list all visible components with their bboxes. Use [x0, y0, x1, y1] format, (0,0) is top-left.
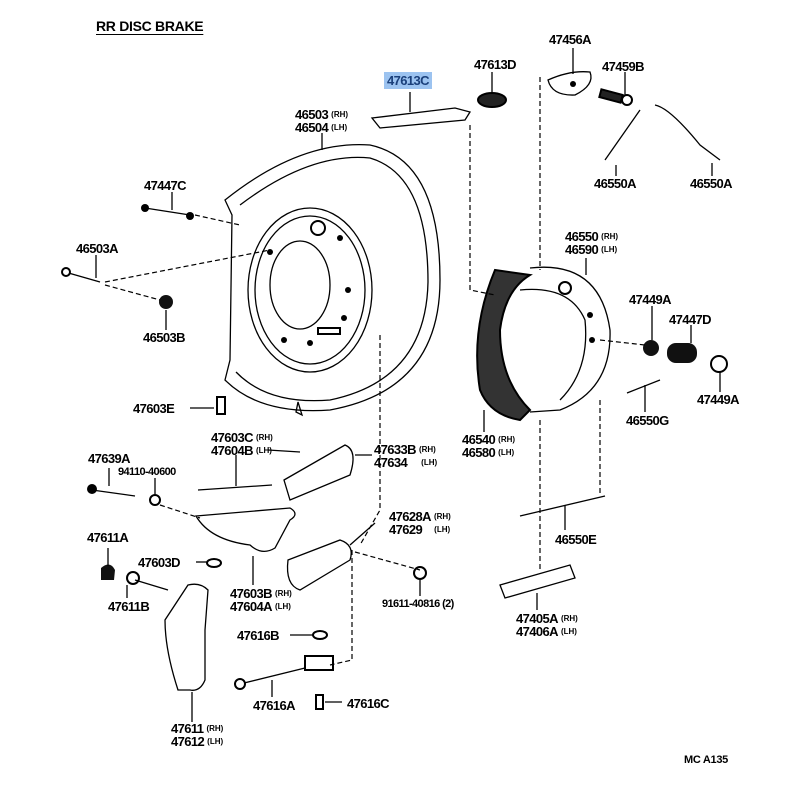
part-number: 47633B [374, 442, 417, 457]
part-label-46503B[interactable]: 46503B [143, 330, 186, 345]
diagram-title: RR DISC BRAKE [96, 18, 204, 34]
part-label-47616B[interactable]: 47616B [237, 628, 280, 643]
part-label-47603D[interactable]: 47603D [138, 555, 181, 570]
part-label-46550A[interactable]: 46550A [594, 176, 637, 191]
dashed-guide-lines [104, 77, 646, 666]
part-number: 46503 [295, 107, 329, 122]
part-number: 46540 [462, 432, 496, 447]
backing-plate-drawing [224, 143, 441, 417]
part-number: 47629 [389, 522, 423, 537]
part-number: 47604A [230, 599, 273, 614]
part-label-47613C[interactable]: 47613C [384, 72, 432, 89]
part-number: 47634 [374, 455, 408, 470]
diagram-code: MC A135 [684, 754, 728, 766]
part-number: 47611 [171, 721, 204, 736]
side-lh: (LH) [331, 123, 348, 132]
part-number: 46504 [295, 120, 329, 135]
side-lh: (LH) [560, 627, 577, 636]
part-label-46503-46504[interactable]: 46503(RH) 46504(LH) [295, 108, 348, 134]
part-label-47405A-47406A[interactable]: 47405A(RH) 47406A(LH) [516, 612, 578, 638]
side-rh: (RH) [255, 433, 273, 442]
part-label-47449A[interactable]: 47449A [629, 292, 672, 307]
part-label-47456A[interactable]: 47456A [549, 32, 592, 47]
brake-shoe-drawing [476, 266, 611, 422]
part-label-47449A[interactable]: 47449A [697, 392, 740, 407]
part-label-47603E[interactable]: 47603E [133, 401, 175, 416]
side-lh: (LH) [255, 446, 272, 455]
part-label-47616A[interactable]: 47616A [253, 698, 296, 713]
part-label-46540-46580[interactable]: 46540(RH) 46580(LH) [462, 433, 515, 459]
part-number: 46550 [565, 229, 599, 244]
part-label-47633B-47634[interactable]: 47633B(RH) 47634 (LH) [374, 443, 437, 469]
part-label-47611-47612[interactable]: 47611(RH) 47612(LH) [171, 722, 223, 748]
part-label-47603B-47604A[interactable]: 47603B(RH) 47604A(LH) [230, 587, 292, 613]
side-rh: (RH) [560, 614, 578, 623]
part-label-47447D[interactable]: 47447D [669, 312, 712, 327]
hardware-drawings [61, 71, 728, 710]
part-label-46503A[interactable]: 46503A [76, 241, 119, 256]
side-rh: (RH) [331, 110, 349, 119]
part-label-47613D[interactable]: 47613D [474, 57, 517, 72]
side-lh: (LH) [207, 737, 224, 746]
part-number: 47604B [211, 443, 254, 458]
side-lh: (LH) [274, 602, 291, 611]
side-rh: (RH) [206, 724, 224, 733]
side-rh: (RH) [274, 589, 292, 598]
side-lh: (LH) [498, 448, 515, 457]
part-label-47611A[interactable]: 47611A [87, 530, 129, 545]
part-label-47628A-47629[interactable]: 47628A(RH) 47629 (LH) [389, 510, 451, 536]
part-label-47611B[interactable]: 47611B [108, 599, 150, 614]
part-label-46550G[interactable]: 46550G [626, 413, 669, 428]
part-label-47447C[interactable]: 47447C [144, 178, 187, 193]
part-label-47616C[interactable]: 47616C [347, 696, 390, 711]
part-label-94110-40600[interactable]: 94110-40600 [118, 466, 176, 478]
side-lh: (LH) [601, 245, 618, 254]
part-number: 46590 [565, 242, 599, 257]
highlighted-part-number: 47613C [384, 72, 432, 89]
part-label-47639A[interactable]: 47639A [88, 451, 131, 466]
part-number: 47612 [171, 734, 205, 749]
part-label-46550-46590[interactable]: 46550(RH) 46590(LH) [565, 230, 618, 256]
part-label-46550E[interactable]: 46550E [555, 532, 597, 547]
side-rh: (RH) [601, 232, 619, 241]
leader-lines [95, 48, 721, 722]
part-label-46550A[interactable]: 46550A [690, 176, 733, 191]
part-number: 47603C [211, 430, 254, 445]
side-rh: (RH) [418, 445, 436, 454]
side-rh: (RH) [433, 512, 451, 521]
part-number: 47405A [516, 611, 559, 626]
side-lh: (LH) [434, 525, 451, 534]
side-lh: (LH) [421, 458, 438, 467]
part-number: 47603B [230, 586, 273, 601]
part-label-47459B[interactable]: 47459B [602, 59, 645, 74]
part-number: 47406A [516, 624, 559, 639]
part-number: 46580 [462, 445, 496, 460]
side-rh: (RH) [498, 435, 516, 444]
part-number: 47628A [389, 509, 432, 524]
part-label-91611-40816[interactable]: 91611-40816 (2) [382, 598, 454, 610]
part-label-47603C-47604B[interactable]: 47603C(RH) 47604B(LH) [211, 431, 273, 457]
